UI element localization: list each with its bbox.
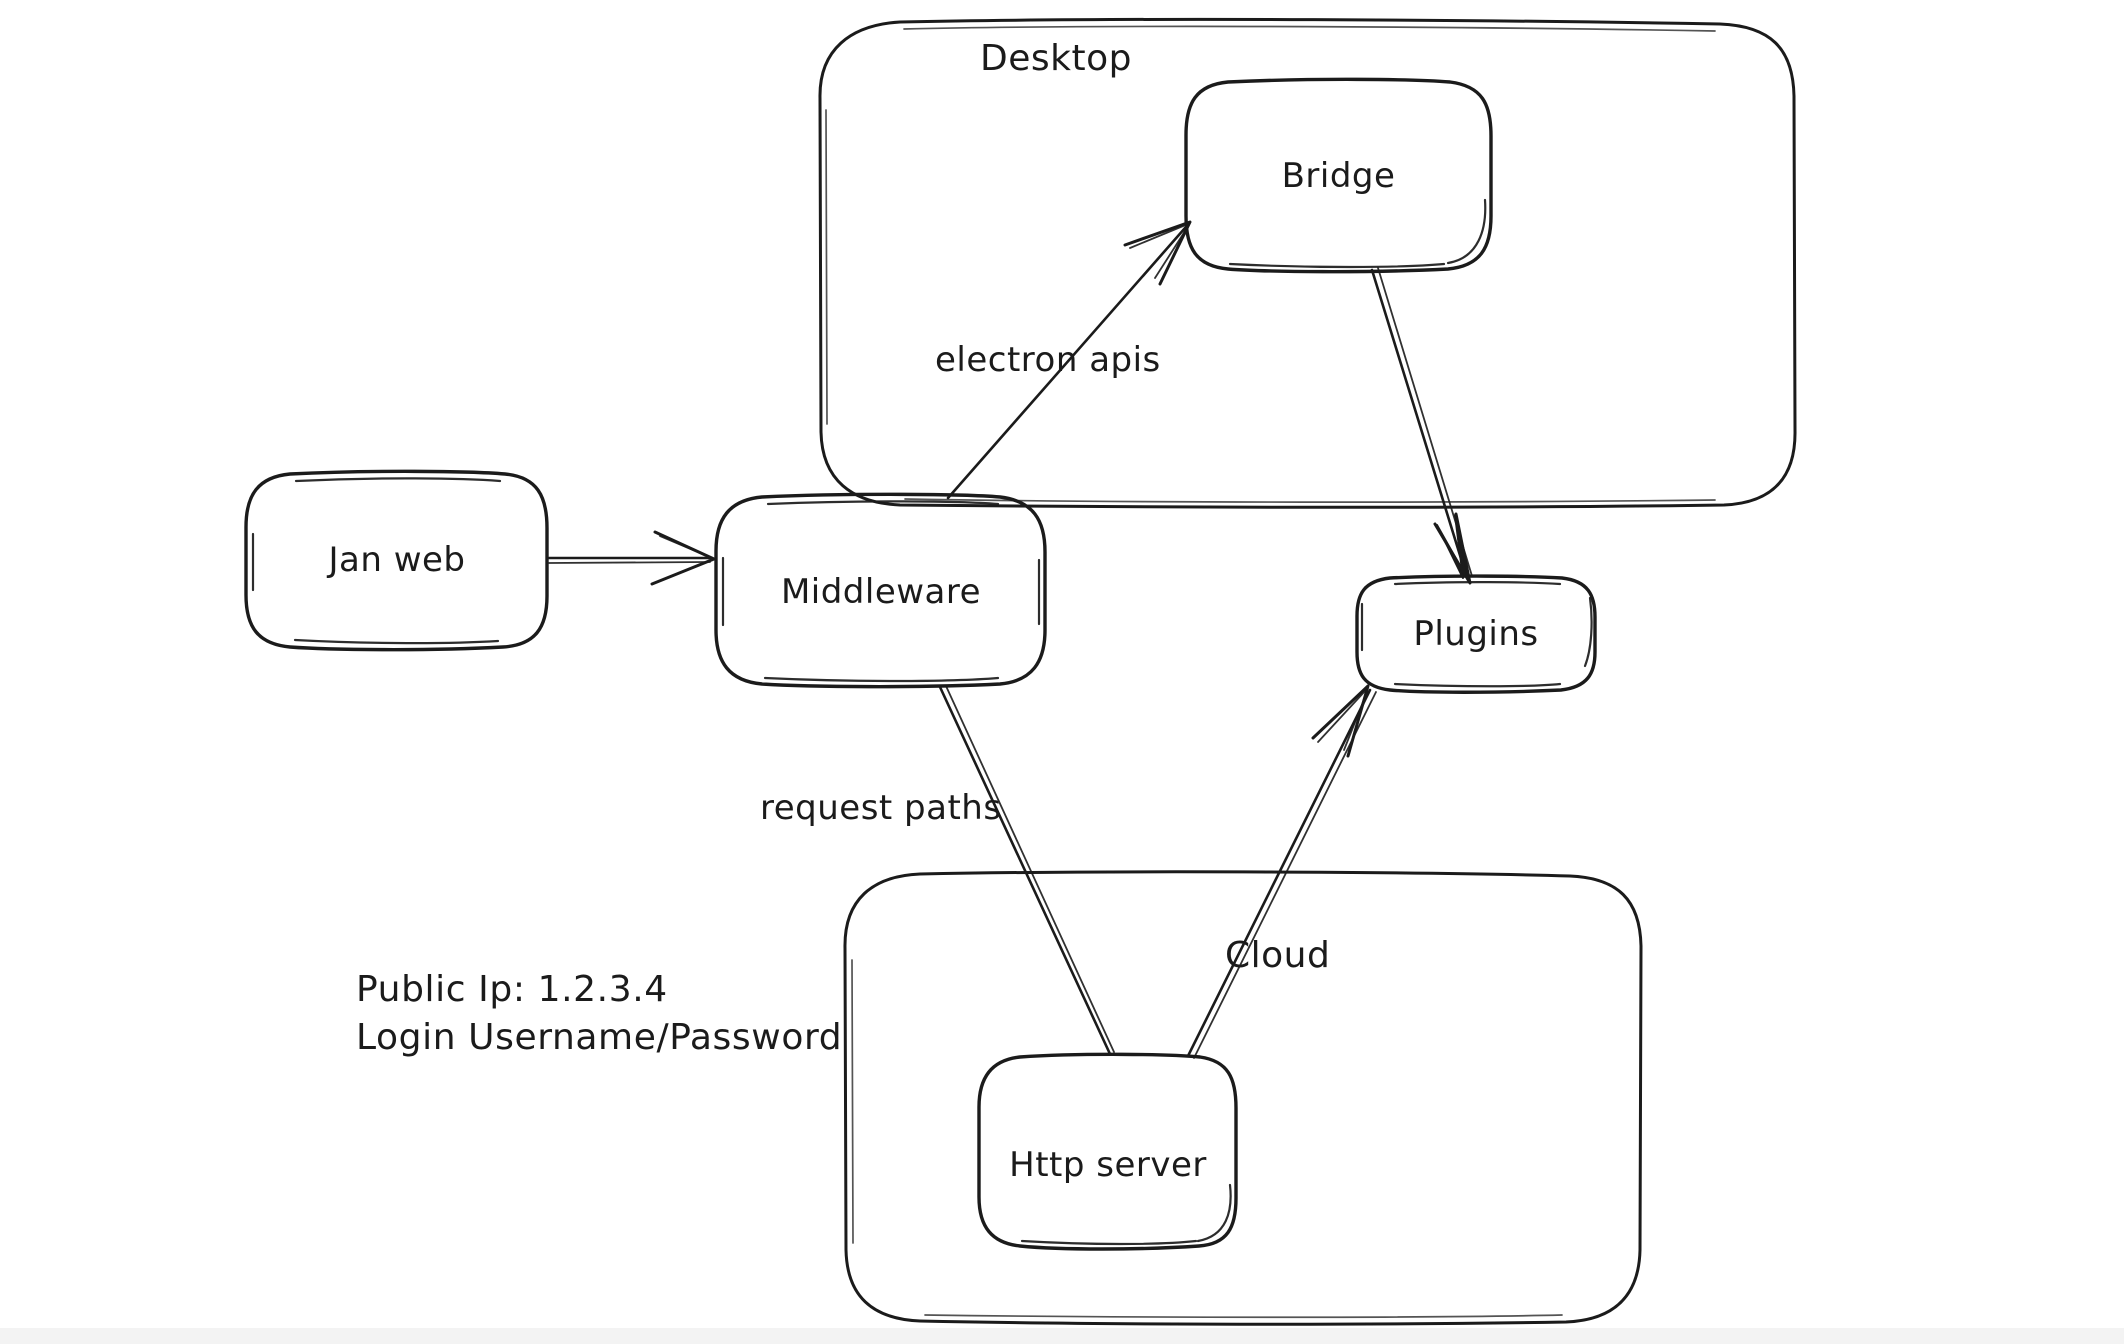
edge-http-to-plugins [1186, 684, 1377, 1059]
node-jan-web[interactable] [244, 469, 549, 652]
edge-label-request-paths: request paths [760, 788, 1002, 828]
public-ip-note: Public Ip: 1.2.3.4 Login Username/Passwo… [356, 969, 843, 1058]
edge-label-electron-apis: electron apis [935, 340, 1161, 380]
node-label-middleware: Middleware [780, 572, 982, 612]
node-bridge[interactable] [1184, 77, 1493, 274]
edge-bridge-to-plugins [1370, 267, 1473, 585]
node-http-server[interactable] [977, 1052, 1238, 1251]
node-label-http-server: Http server [1009, 1145, 1207, 1185]
container-label-desktop: Desktop [980, 38, 1132, 79]
container-desktop [818, 17, 1797, 509]
edge-middleware-to-bridge [946, 220, 1192, 500]
edge-middleware-to-http [938, 685, 1115, 1056]
node-label-jan-web: Jan web [328, 540, 466, 580]
node-label-bridge: Bridge [1281, 156, 1396, 196]
container-label-cloud: Cloud [1225, 935, 1331, 976]
bottom-edge-strip [0, 1328, 2124, 1344]
container-cloud [843, 870, 1643, 1326]
node-plugins[interactable] [1355, 574, 1597, 694]
edge-janweb-to-middleware [547, 530, 716, 586]
node-middleware[interactable] [714, 492, 1047, 689]
node-label-plugins: Plugins [1413, 614, 1539, 654]
